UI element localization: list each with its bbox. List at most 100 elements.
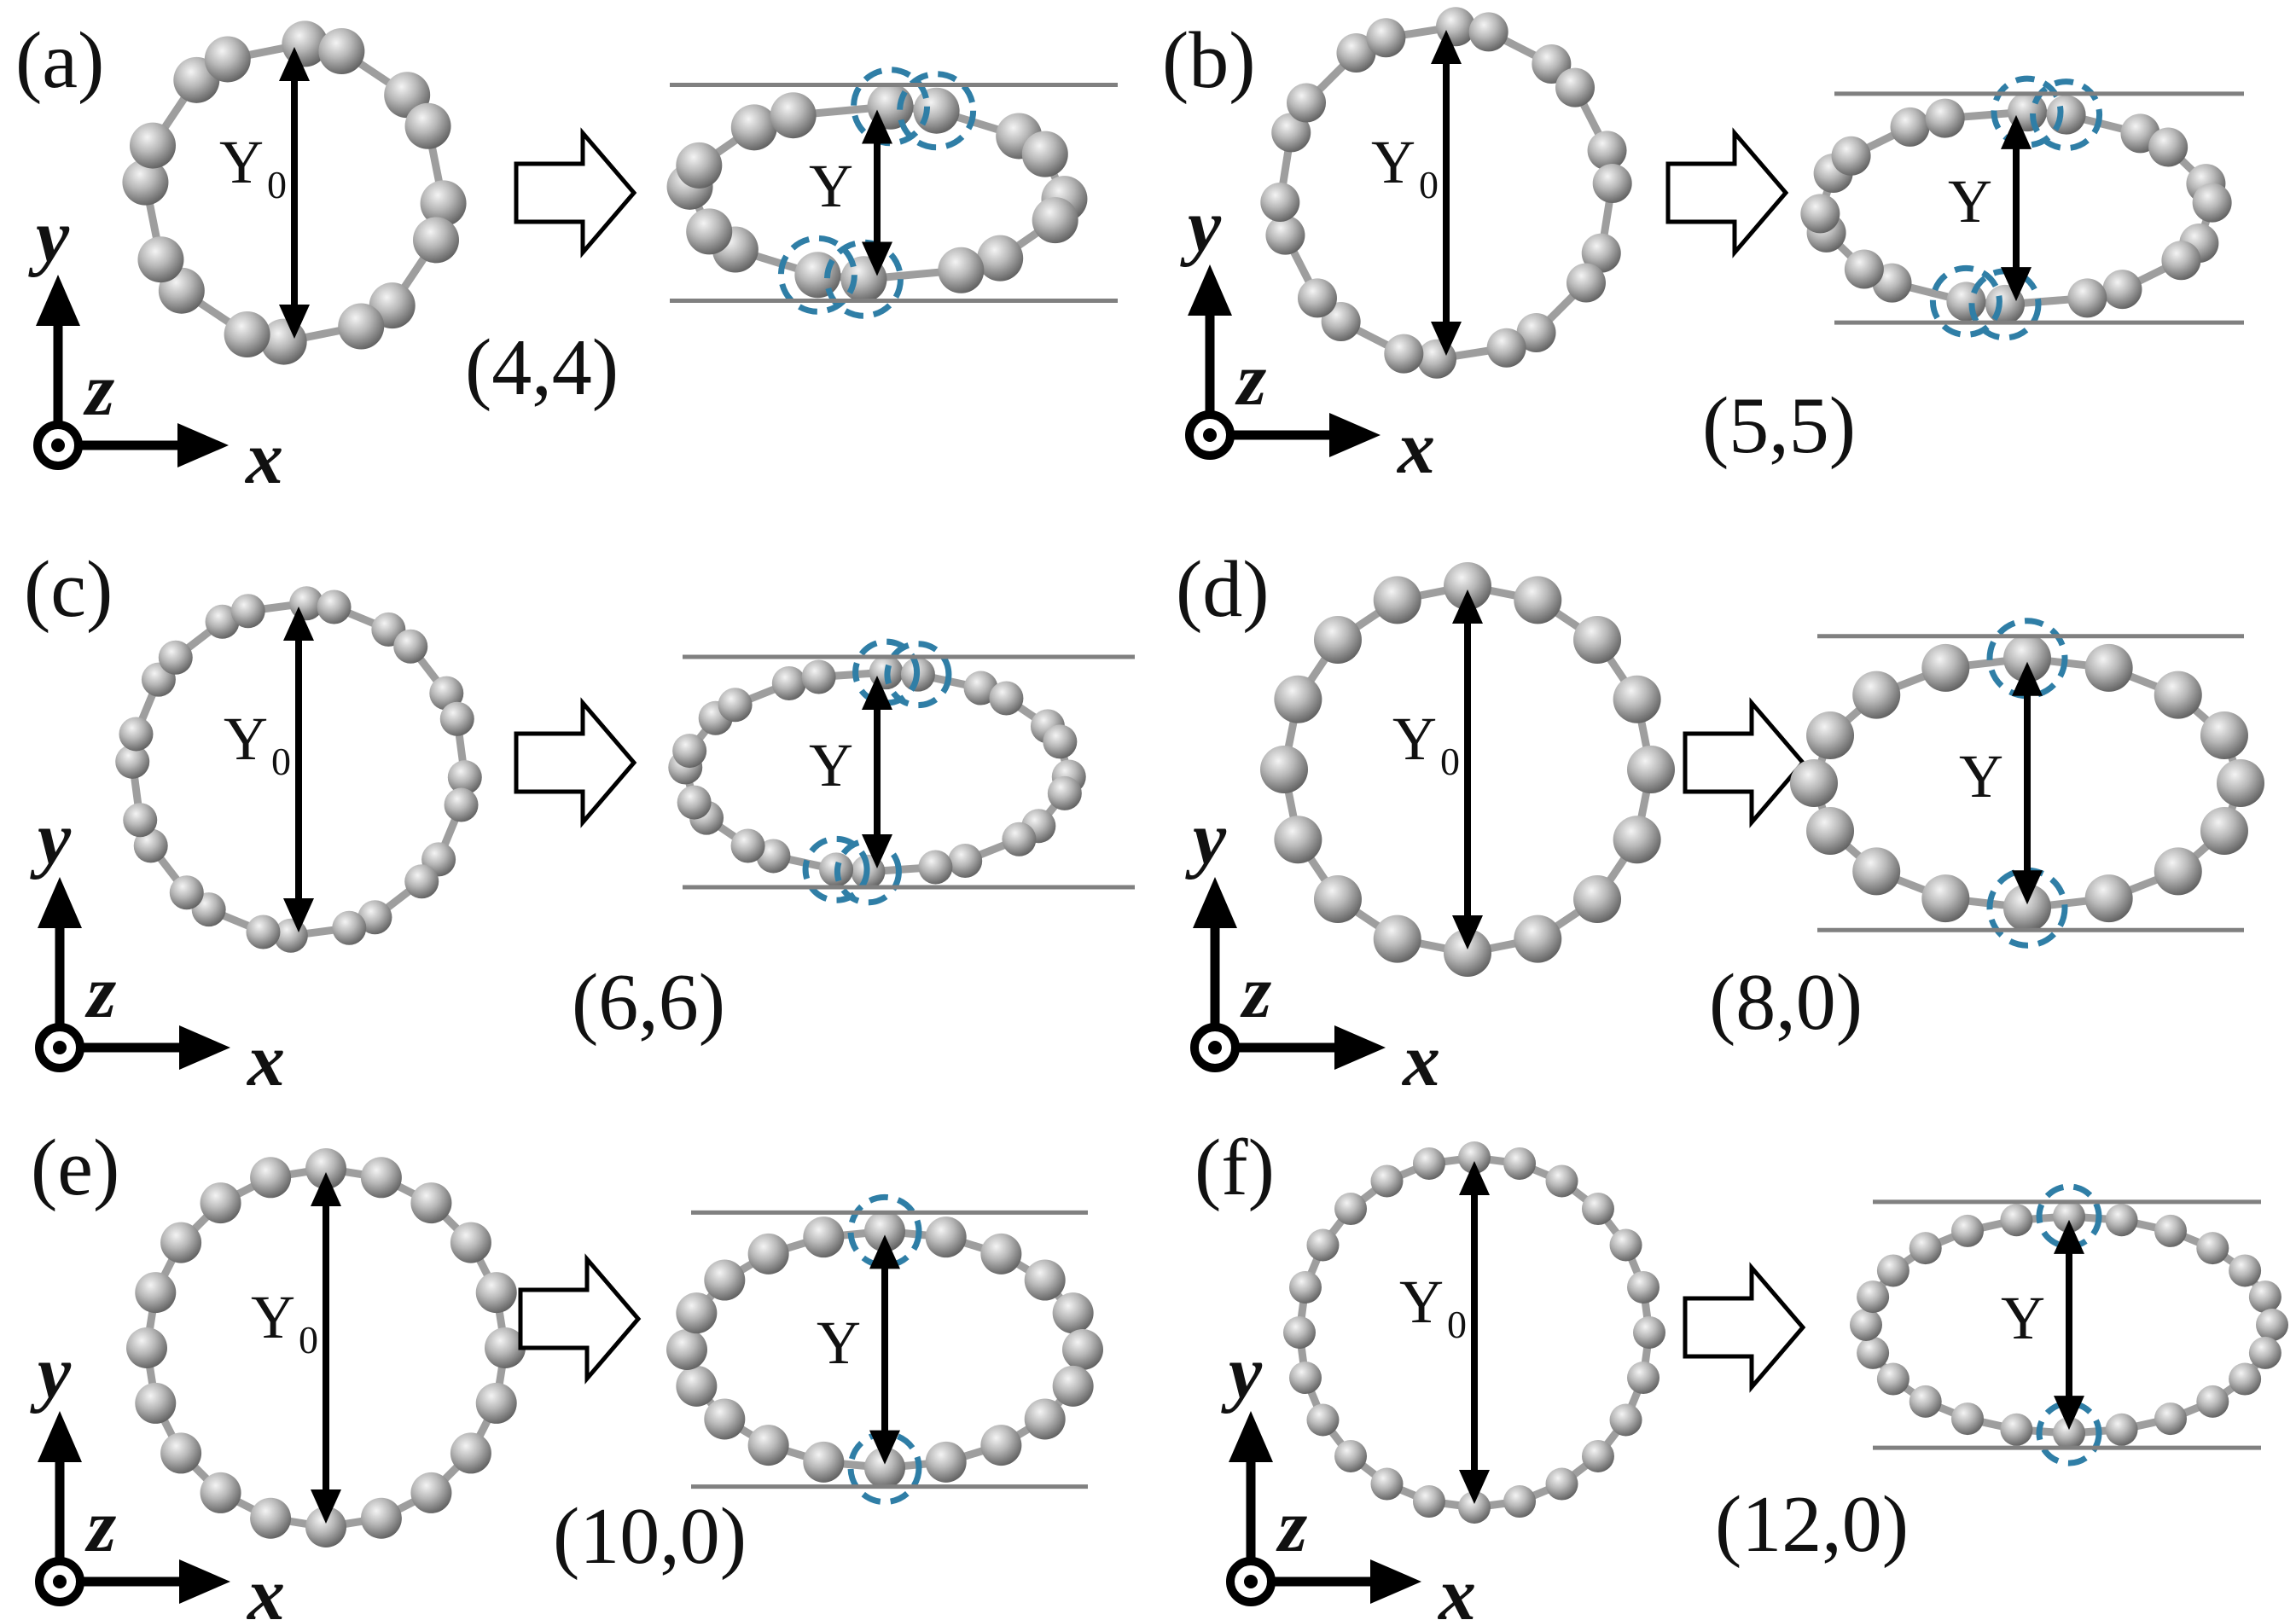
deformed-atom (794, 252, 841, 299)
deformed-atom (718, 688, 753, 723)
initial-atom (1587, 131, 1627, 171)
initial-atom (1260, 746, 1308, 793)
x-axis-label: x (244, 417, 283, 500)
initial-atom (1373, 915, 1421, 963)
deformed-atom (747, 1425, 789, 1466)
chirality-label: (4,4) (465, 323, 619, 412)
initial-atom (1288, 1362, 1322, 1395)
initial-diameter-arrow-head-top (1431, 30, 1462, 64)
initial-atom (475, 1272, 517, 1314)
deformed-diameter-arrow-head-top (2012, 661, 2043, 696)
deformed-atom (666, 1329, 707, 1370)
initial-atom (1514, 915, 1562, 963)
initial-atom (338, 303, 385, 350)
deformed-atom (2196, 1232, 2229, 1265)
initial-atom (1555, 67, 1596, 107)
initial-atom (115, 744, 150, 779)
panel-label: (b) (1162, 16, 1256, 105)
coordinate-axes: yzx (28, 195, 283, 500)
initial-atom (1503, 1147, 1537, 1180)
deformed-atom (803, 1216, 845, 1258)
deformed-atom (672, 734, 707, 769)
deformed-atom (676, 1365, 718, 1407)
deformed-atom (2053, 1417, 2085, 1450)
z-axis-dot (53, 1041, 67, 1054)
deformed-atom (2200, 806, 2248, 855)
deformed-atom (1831, 136, 1871, 176)
z-axis-label: z (84, 1485, 116, 1568)
deformed-diameter-label: Y (817, 1309, 861, 1377)
initial-diameter-label: Y0 (1399, 1268, 1467, 1346)
initial-atom (1566, 263, 1606, 303)
deformed-atom (676, 1292, 718, 1334)
deformed-atom (2229, 1362, 2262, 1396)
deformed-atom (2105, 1413, 2138, 1446)
initial-atom (1581, 1439, 1614, 1472)
initial-atom (475, 1382, 517, 1424)
initial-diameter-arrow-head-top (283, 607, 314, 641)
deformed-diameter-label: Y (1948, 167, 1992, 235)
deformed-atom (2105, 1204, 2138, 1237)
process-arrow (514, 697, 637, 828)
y-axis-label: y (30, 1332, 72, 1414)
y-axis-label: y (1185, 798, 1227, 880)
initial-atom (410, 1472, 452, 1513)
y-axis-head (38, 1411, 82, 1462)
deformed-atom (1921, 874, 1970, 923)
initial-atom (1458, 1491, 1491, 1524)
initial-atom (1412, 1485, 1445, 1518)
initial-atom (1458, 1141, 1491, 1174)
initial-atom (404, 864, 439, 899)
deformed-atom (2003, 884, 2051, 932)
contact-atom-highlight (2030, 78, 2103, 152)
initial-diameter-arrow-head-bottom (1459, 1470, 1490, 1504)
deformed-atom (1876, 1254, 1909, 1287)
deformed-atom (989, 681, 1024, 716)
initial-atom (305, 1507, 346, 1547)
deformed-ring (1800, 75, 2232, 341)
deformed-atom (1852, 847, 1901, 896)
initial-diameter-label: Y0 (1392, 705, 1460, 783)
initial-atom (1514, 576, 1562, 624)
y-axis-label: y (1180, 185, 1222, 268)
deformed-atom (771, 666, 806, 701)
initial-ring (122, 20, 467, 365)
initial-atom (1370, 1164, 1404, 1198)
initial-diameter-label: Y0 (219, 128, 287, 206)
x-axis-head (177, 423, 229, 467)
contact-atom-highlight (851, 67, 931, 147)
initial-atom (200, 1182, 241, 1224)
deformed-atom (2154, 671, 2202, 719)
deformed-atom (801, 659, 836, 694)
deformed-atom (2192, 183, 2232, 223)
initial-atom (360, 1157, 402, 1199)
initial-atom (305, 1148, 346, 1189)
deformed-diameter-arrow-head-top (869, 1234, 900, 1269)
initial-atom (450, 1432, 491, 1474)
x-axis-label: x (246, 1553, 285, 1620)
initial-atom (410, 1182, 452, 1224)
initial-atom (1627, 1270, 1660, 1304)
initial-atom (158, 640, 193, 675)
initial-atom (1545, 1164, 1578, 1198)
deformed-atom (730, 104, 777, 151)
deformed-atom (1790, 759, 1838, 807)
initial-atom (204, 36, 251, 83)
contact-atom-highlight (802, 835, 870, 903)
deformed-atom (2256, 1309, 2288, 1341)
initial-atom (1283, 1316, 1316, 1349)
initial-atom (447, 760, 482, 795)
initial-atom (1366, 18, 1406, 58)
x-axis-label: x (1396, 407, 1435, 490)
initial-atom (1627, 1362, 1660, 1395)
initial-atom (485, 1327, 526, 1368)
initial-atom (1265, 215, 1305, 255)
deformed-atom (980, 1425, 1022, 1466)
panel-label: (e) (31, 1124, 119, 1212)
initial-atom (429, 676, 464, 711)
coordinate-axes: yzx (1180, 185, 1435, 490)
deformed-atom (2053, 1199, 2085, 1233)
